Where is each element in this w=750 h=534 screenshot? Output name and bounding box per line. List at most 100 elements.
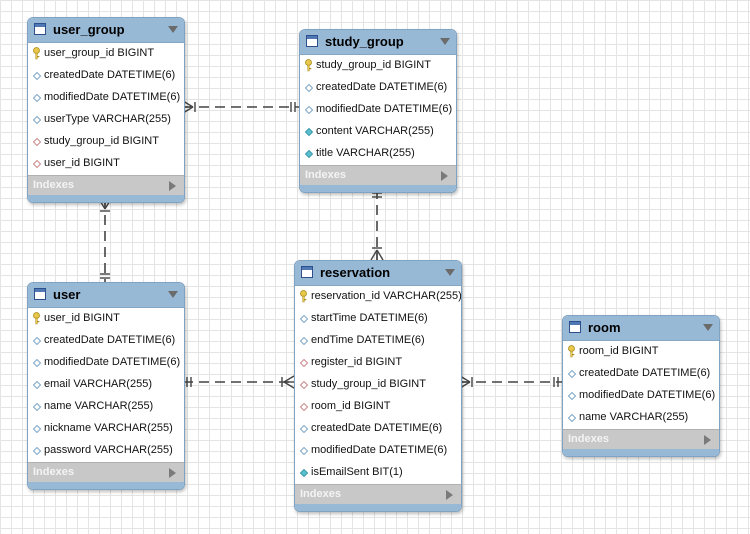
column-row[interactable]: study_group_id BIGINT bbox=[300, 55, 456, 77]
indexes-label: Indexes bbox=[33, 179, 74, 191]
column-label: email VARCHAR(255) bbox=[44, 378, 152, 390]
table-header[interactable]: reservation bbox=[295, 261, 461, 286]
table-user-group[interactable]: user_group user_group_id BIGINT createdDa… bbox=[27, 17, 185, 203]
column-label: createdDate DATETIME(6) bbox=[311, 422, 443, 434]
expand-arrow-icon[interactable] bbox=[446, 490, 453, 500]
table-header[interactable]: study_group bbox=[300, 30, 456, 55]
table-title: study_group bbox=[325, 34, 404, 49]
foreign-key-diamond-icon bbox=[33, 138, 41, 146]
table-icon bbox=[34, 288, 46, 300]
table-header[interactable]: user_group bbox=[28, 18, 184, 43]
column-row[interactable]: nickname VARCHAR(255) bbox=[28, 418, 184, 440]
column-row[interactable]: name VARCHAR(255) bbox=[28, 396, 184, 418]
column-row[interactable]: createdDate DATETIME(6) bbox=[295, 418, 461, 440]
column-row[interactable]: content VARCHAR(255) bbox=[300, 121, 456, 143]
column-row[interactable]: createdDate DATETIME(6) bbox=[563, 363, 719, 385]
column-diamond-icon bbox=[33, 359, 41, 367]
column-row[interactable]: modifiedDate DATETIME(6) bbox=[28, 87, 184, 109]
column-label: room_id BIGINT bbox=[579, 345, 659, 357]
column-row[interactable]: endTime DATETIME(6) bbox=[295, 330, 461, 352]
column-row[interactable]: reservation_id VARCHAR(255) bbox=[295, 286, 461, 308]
table-footer bbox=[295, 504, 461, 511]
column-row[interactable]: register_id BIGINT bbox=[295, 352, 461, 374]
column-label: study_group_id BIGINT bbox=[44, 135, 159, 147]
table-icon bbox=[34, 23, 46, 35]
table-reservation[interactable]: reservation reservation_id VARCHAR(255) s… bbox=[294, 260, 462, 512]
table-footer bbox=[563, 449, 719, 456]
table-title: user bbox=[53, 287, 81, 302]
column-row[interactable]: user_id BIGINT bbox=[28, 153, 184, 175]
column-label: modifiedDate DATETIME(6) bbox=[44, 91, 181, 103]
column-diamond-icon bbox=[33, 337, 41, 345]
column-row[interactable]: createdDate DATETIME(6) bbox=[28, 65, 184, 87]
table-room[interactable]: room room_id BIGINT createdDate DATETIME(… bbox=[562, 315, 720, 457]
collapse-arrow-icon[interactable] bbox=[168, 26, 178, 33]
collapse-arrow-icon[interactable] bbox=[168, 291, 178, 298]
column-row[interactable]: createdDate DATETIME(6) bbox=[300, 77, 456, 99]
expand-arrow-icon[interactable] bbox=[169, 181, 176, 191]
expand-arrow-icon[interactable] bbox=[441, 171, 448, 181]
indexes-section[interactable]: Indexes bbox=[28, 175, 184, 195]
column-row[interactable]: startTime DATETIME(6) bbox=[295, 308, 461, 330]
table-header[interactable]: user bbox=[28, 283, 184, 308]
indexes-label: Indexes bbox=[300, 488, 341, 500]
not-null-diamond-icon bbox=[305, 150, 313, 158]
table-footer bbox=[300, 185, 456, 192]
column-diamond-icon bbox=[568, 370, 576, 378]
column-row[interactable]: user_id BIGINT bbox=[28, 308, 184, 330]
column-label: createdDate DATETIME(6) bbox=[316, 81, 448, 93]
expand-arrow-icon[interactable] bbox=[169, 468, 176, 478]
indexes-section[interactable]: Indexes bbox=[563, 429, 719, 449]
column-row[interactable]: modifiedDate DATETIME(6) bbox=[28, 352, 184, 374]
column-row[interactable]: room_id BIGINT bbox=[295, 396, 461, 418]
column-row[interactable]: study_group_id BIGINT bbox=[295, 374, 461, 396]
foreign-key-diamond-icon bbox=[300, 359, 308, 367]
column-row[interactable]: name VARCHAR(255) bbox=[563, 407, 719, 429]
collapse-arrow-icon[interactable] bbox=[440, 38, 450, 45]
column-label: user_group_id BIGINT bbox=[44, 47, 155, 59]
column-label: reservation_id VARCHAR(255) bbox=[311, 290, 462, 302]
column-row[interactable]: room_id BIGINT bbox=[563, 341, 719, 363]
indexes-label: Indexes bbox=[568, 433, 609, 445]
collapse-arrow-icon[interactable] bbox=[703, 324, 713, 331]
column-row[interactable]: modifiedDate DATETIME(6) bbox=[563, 385, 719, 407]
column-row[interactable]: password VARCHAR(255) bbox=[28, 440, 184, 462]
column-diamond-icon bbox=[305, 84, 313, 92]
indexes-section[interactable]: Indexes bbox=[28, 462, 184, 482]
column-row[interactable]: title VARCHAR(255) bbox=[300, 143, 456, 165]
column-row[interactable]: createdDate DATETIME(6) bbox=[28, 330, 184, 352]
column-label: study_group_id BIGINT bbox=[311, 378, 426, 390]
indexes-label: Indexes bbox=[305, 169, 346, 181]
column-label: modifiedDate DATETIME(6) bbox=[316, 103, 453, 115]
indexes-section[interactable]: Indexes bbox=[300, 165, 456, 185]
column-row[interactable]: modifiedDate DATETIME(6) bbox=[300, 99, 456, 121]
column-diamond-icon bbox=[300, 315, 308, 323]
column-row[interactable]: user_group_id BIGINT bbox=[28, 43, 184, 65]
column-diamond-icon bbox=[568, 392, 576, 400]
column-diamond-icon bbox=[33, 116, 41, 124]
expand-arrow-icon[interactable] bbox=[704, 435, 711, 445]
column-label: createdDate DATETIME(6) bbox=[44, 69, 176, 81]
column-row[interactable]: isEmailSent BIT(1) bbox=[295, 462, 461, 484]
column-diamond-icon bbox=[33, 94, 41, 102]
column-label: endTime DATETIME(6) bbox=[311, 334, 425, 346]
table-title: user_group bbox=[53, 22, 125, 37]
column-row[interactable]: modifiedDate DATETIME(6) bbox=[295, 440, 461, 462]
foreign-key-diamond-icon bbox=[300, 403, 308, 411]
column-label: content VARCHAR(255) bbox=[316, 125, 434, 137]
column-label: modifiedDate DATETIME(6) bbox=[579, 389, 716, 401]
table-study-group[interactable]: study_group study_group_id BIGINT created… bbox=[299, 29, 457, 193]
primary-key-icon bbox=[33, 312, 40, 325]
table-header[interactable]: room bbox=[563, 316, 719, 341]
column-row[interactable]: study_group_id BIGINT bbox=[28, 131, 184, 153]
collapse-arrow-icon[interactable] bbox=[445, 269, 455, 276]
indexes-section[interactable]: Indexes bbox=[295, 484, 461, 504]
column-label: modifiedDate DATETIME(6) bbox=[44, 356, 181, 368]
column-row[interactable]: userType VARCHAR(255) bbox=[28, 109, 184, 131]
column-row[interactable]: email VARCHAR(255) bbox=[28, 374, 184, 396]
column-diamond-icon bbox=[33, 403, 41, 411]
table-icon bbox=[569, 321, 581, 333]
